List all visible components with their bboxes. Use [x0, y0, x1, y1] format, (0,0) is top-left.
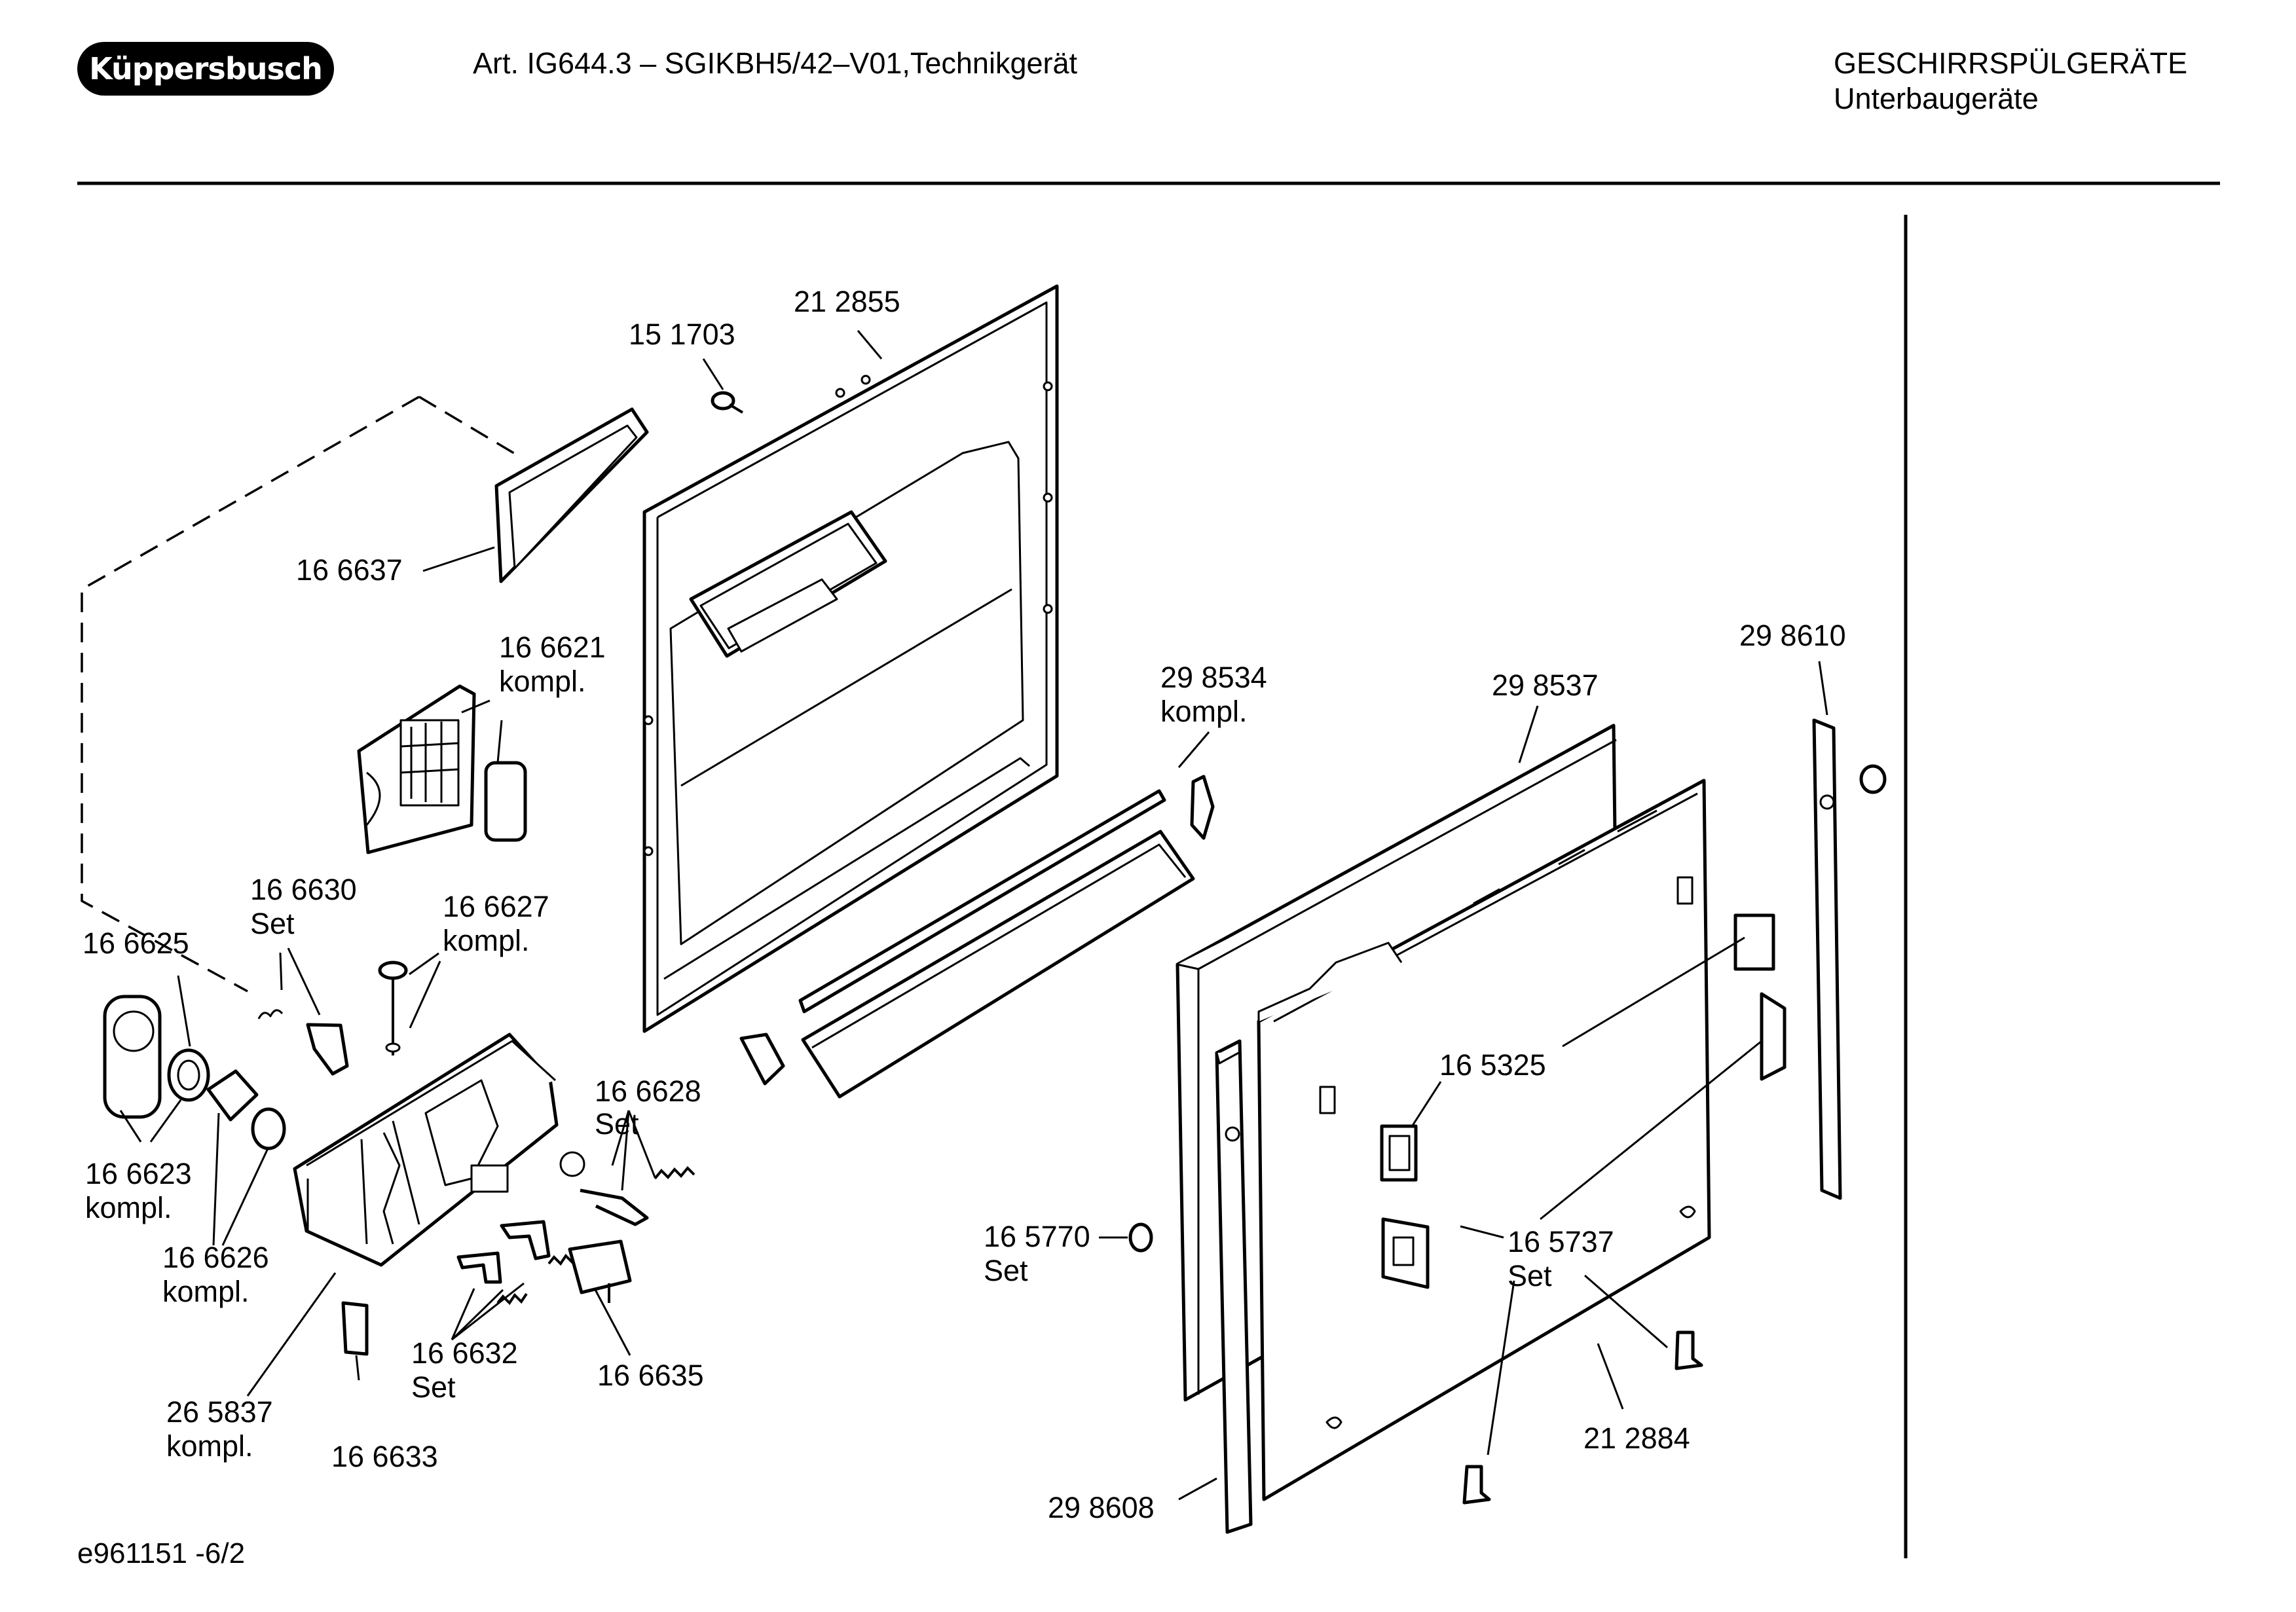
part-label-166626-note: kompl. [162, 1275, 250, 1308]
dispenser-lid [357, 684, 527, 854]
inner-door-frame [1257, 779, 1711, 1501]
dispenser-flap [341, 1301, 369, 1356]
rinse-aid-cap-parts [103, 995, 286, 1150]
part-label-298610: 29 8610 [1739, 619, 1846, 652]
part-label-166630-note: Set [250, 907, 295, 940]
part-label-166623-note: kompl. [85, 1191, 172, 1224]
part-label-166621: 16 6621 [499, 631, 606, 664]
brand-logo-text: Küppersbusch [89, 51, 323, 86]
lower-door-rail [739, 775, 1215, 1099]
detergent-dispenser-housing [293, 1033, 559, 1267]
vertical-side-rail [1812, 718, 1887, 1200]
part-label-166635: 16 6635 [597, 1359, 704, 1392]
part-label-166632: 16 6632 [411, 1336, 518, 1370]
part-label-166637: 16 6637 [296, 553, 403, 587]
drawing-id: e961151 -6/2 [77, 1537, 246, 1569]
spring-and-lever-parts [257, 961, 408, 1076]
part-label-166628-note: Set [595, 1107, 639, 1141]
part-label-166627-note: kompl. [443, 924, 530, 957]
part-label-166628: 16 6628 [595, 1074, 701, 1108]
part-label-165770-note: Set [984, 1254, 1028, 1287]
part-label-166627: 16 6627 [443, 890, 549, 923]
part-label-166625: 16 6625 [83, 926, 189, 960]
leader-lines [119, 330, 1828, 1501]
part-label-166632-note: Set [411, 1370, 456, 1404]
part-label-212884: 21 2884 [1583, 1421, 1690, 1455]
part-label-166626: 16 6626 [162, 1241, 269, 1274]
dashed-outline [418, 395, 517, 456]
part-labels: 21 2855 15 1703 16 6637 16 6621 kompl. 2… [83, 285, 1846, 1524]
article-title: Art. IG644.3 – SGIKBH5/42–V01,Technikger… [473, 46, 1078, 80]
part-label-166633: 16 6633 [331, 1440, 438, 1473]
hinge-latch-parts [1128, 913, 1787, 1505]
part-label-298534: 29 8534 [1160, 661, 1267, 694]
inner-door-panel [642, 284, 1059, 1033]
part-label-166630: 16 6630 [250, 873, 357, 906]
part-label-151703: 15 1703 [629, 318, 735, 351]
part-label-212855: 21 2855 [794, 285, 900, 318]
part-label-165325: 16 5325 [1439, 1048, 1546, 1082]
detergent-gasket-frame [494, 407, 649, 583]
dashed-outline [81, 395, 420, 993]
part-label-298608: 29 8608 [1048, 1491, 1155, 1524]
part-label-165737-note: Set [1508, 1259, 1552, 1292]
latch-small-parts [456, 1151, 695, 1306]
part-label-165770: 16 5770 [984, 1220, 1090, 1253]
part-label-166623: 16 6623 [85, 1157, 192, 1190]
part-label-265837-note: kompl. [166, 1429, 253, 1463]
brand-logo: Küppersbusch [77, 42, 334, 96]
side-trim-strip [1215, 1039, 1253, 1534]
category-title: GESCHIRRSPÜLGERÄTE [1834, 46, 2188, 80]
part-label-298534-note: kompl. [1160, 695, 1248, 728]
screw-part [711, 391, 744, 414]
part-label-165737: 16 5737 [1508, 1225, 1614, 1258]
part-label-298537: 29 8537 [1492, 669, 1599, 702]
part-label-166621-note: kompl. [499, 665, 586, 698]
subcategory-title: Unterbaugeräte [1834, 82, 2039, 115]
part-label-265837: 26 5837 [166, 1395, 273, 1429]
